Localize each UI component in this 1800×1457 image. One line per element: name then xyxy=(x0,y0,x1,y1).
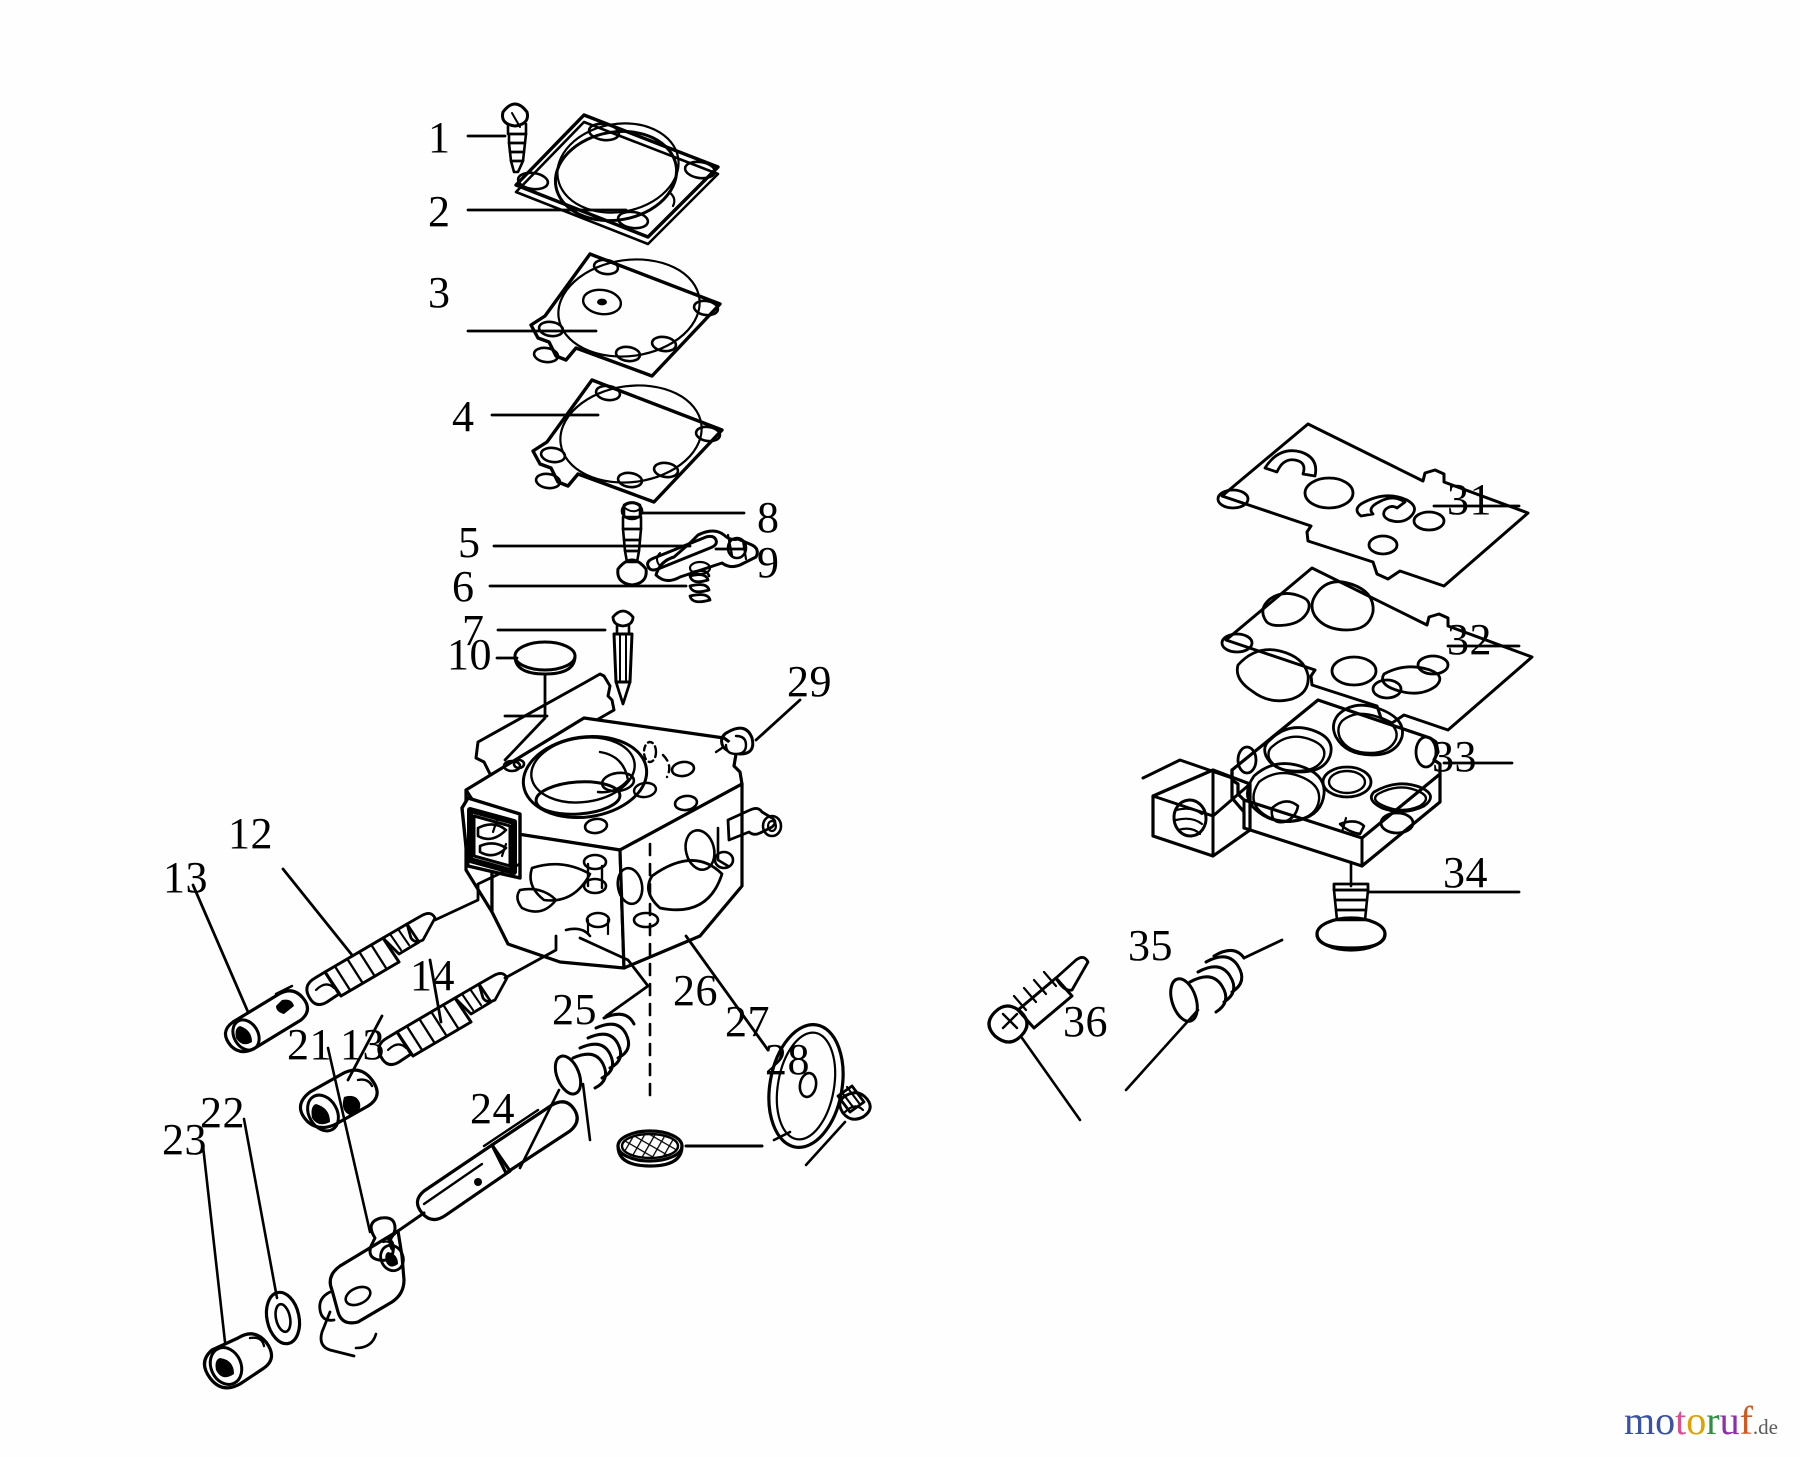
watermark-letter: f xyxy=(1739,1398,1753,1443)
callout-number-35: 35 xyxy=(1128,921,1173,970)
part-3-pump-diaphragm xyxy=(529,252,722,378)
watermark-suffix: .de xyxy=(1752,1415,1778,1439)
callout-number-12: 12 xyxy=(228,809,273,858)
part-9-lever-pivot-pin xyxy=(646,534,718,572)
part-29-retaining-clip xyxy=(714,726,755,756)
watermark-brand: motoruf xyxy=(1624,1401,1753,1441)
callout-number-2: 2 xyxy=(428,187,451,236)
part-6-metering-spring xyxy=(688,569,712,604)
callout-number-8: 8 xyxy=(757,493,780,542)
part-8-lever-pivot-screw xyxy=(616,501,648,587)
watermark-letter: m xyxy=(1624,1398,1656,1443)
part-1-pump-cover-screw xyxy=(501,102,529,174)
callout-number-9: 9 xyxy=(757,538,780,587)
watermark-letter: o xyxy=(1686,1398,1707,1443)
callout-number-5: 5 xyxy=(458,518,481,567)
part-28-throttle-plate-screw xyxy=(836,1084,872,1121)
callout-number-13a: 13 xyxy=(163,853,208,902)
motoruf-watermark: motoruf.de xyxy=(1624,1401,1778,1441)
callout-number-34: 34 xyxy=(1443,848,1488,897)
part-7-inlet-needle-valve xyxy=(611,609,635,706)
callout-number-27: 27 xyxy=(725,997,770,1046)
part-14-low-speed-mixture-screw xyxy=(377,972,509,1067)
part-4-pump-gasket xyxy=(531,378,724,504)
part-10-welch-plug xyxy=(513,640,577,676)
watermark-letter: o xyxy=(1655,1398,1676,1443)
part-31-metering-diaphragm xyxy=(1216,422,1530,588)
callout-number-22: 22 xyxy=(200,1088,245,1137)
part-32-metering-gasket xyxy=(1220,566,1534,732)
part-24-choke-shaft-lever xyxy=(318,1100,579,1358)
callout-number-7: 7 xyxy=(462,606,485,655)
part-35-idle-speed-spring xyxy=(1169,938,1284,1023)
callout-number-32: 32 xyxy=(1447,615,1492,664)
part-25-idle-adjust-spring xyxy=(553,927,650,1096)
callout-number-29: 29 xyxy=(787,657,832,706)
callout-number-14: 14 xyxy=(410,951,455,1000)
callout-number-10: 10 xyxy=(447,630,492,679)
callout-number-1: 1 xyxy=(428,113,451,162)
part-23-throttle-bushing xyxy=(202,1332,274,1390)
part-13-limiter-cap-b xyxy=(298,1068,379,1133)
callout-number-21: 21 xyxy=(287,1020,332,1069)
callout-number-28: 28 xyxy=(765,1035,810,1084)
callout-number-36: 36 xyxy=(1063,997,1108,1046)
callout-number-31: 31 xyxy=(1447,475,1492,524)
part-26-fuel-inlet-screen xyxy=(616,1129,684,1168)
callout-number-3: 3 xyxy=(428,268,451,317)
callout-number-33: 33 xyxy=(1432,732,1477,781)
watermark-letter: t xyxy=(1675,1398,1687,1443)
callout-number-4: 4 xyxy=(452,392,475,441)
part-2-pump-cover-plate xyxy=(514,113,720,246)
callout-number-25: 25 xyxy=(552,985,597,1034)
callout-number-23: 23 xyxy=(162,1115,207,1164)
callout-number-13b: 13 xyxy=(340,1020,385,1069)
callout-number-24: 24 xyxy=(470,1084,515,1133)
carburetor-body xyxy=(474,672,616,778)
part-36-idle-speed-screw xyxy=(987,956,1090,1044)
part-13-limiter-cap-a xyxy=(223,984,310,1054)
callout-number-6: 6 xyxy=(452,562,475,611)
callout-number-26: 26 xyxy=(673,966,718,1015)
watermark-letter: r xyxy=(1706,1398,1720,1443)
part-22-throttle-washer xyxy=(264,1290,302,1346)
part-12-high-speed-mixture-screw xyxy=(305,912,437,1007)
part-34-metering-cover-screw xyxy=(1315,860,1387,952)
watermark-letter: u xyxy=(1719,1398,1740,1443)
part-33-metering-cover xyxy=(1141,698,1442,868)
